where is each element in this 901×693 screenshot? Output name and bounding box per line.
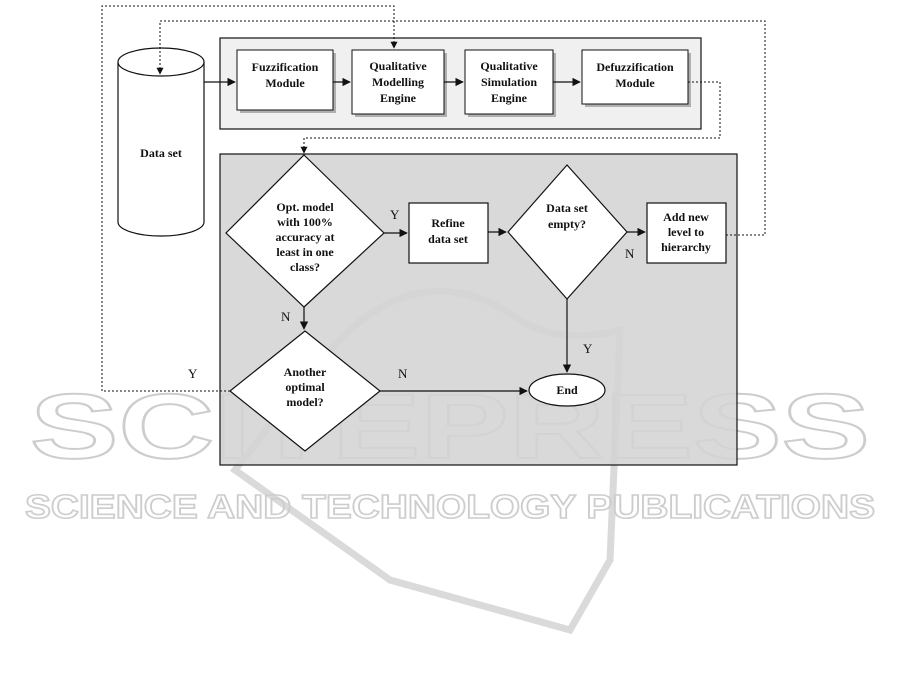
add-level-line-3: hierarchy bbox=[661, 240, 711, 254]
modelling-line-2: Modelling bbox=[372, 75, 424, 89]
dotted-another-to-modelling bbox=[101, 5, 398, 392]
refine-line-2: data set bbox=[428, 232, 468, 246]
end-terminal: End bbox=[528, 373, 606, 407]
add-level-line-2: level to bbox=[668, 225, 704, 239]
label-empty-no: N bbox=[625, 246, 635, 261]
decision-another-model: Another optimal model? bbox=[229, 330, 381, 452]
opt-model-line-1: Opt. model bbox=[276, 200, 334, 214]
opt-model-line-5: class? bbox=[290, 260, 320, 274]
data-set-label: Data set bbox=[140, 146, 182, 160]
another-line-1: Another bbox=[284, 365, 327, 379]
label-opt-no: N bbox=[281, 309, 291, 324]
refine-line-1: Refine bbox=[431, 216, 465, 230]
data-empty-line-2: empty? bbox=[548, 217, 586, 231]
end-label: End bbox=[556, 383, 578, 397]
another-line-2: optimal bbox=[285, 380, 325, 394]
dotted-add-level-to-dataset bbox=[156, 20, 766, 236]
modelling-line-3: Engine bbox=[380, 91, 417, 105]
opt-model-line-3: accuracy at bbox=[276, 230, 335, 244]
label-another-no: N bbox=[398, 366, 408, 381]
decision-data-set-empty: Data set empty? bbox=[507, 164, 628, 300]
label-opt-yes: Y bbox=[390, 207, 400, 222]
data-empty-line-1: Data set bbox=[546, 201, 588, 215]
data-set-cylinder: Data set bbox=[117, 47, 205, 237]
refine-data-set: Refine data set bbox=[408, 202, 489, 264]
another-line-3: model? bbox=[286, 395, 323, 409]
watermark-sub: SCIENCE AND TECHNOLOGY PUBLICATIONS bbox=[25, 488, 875, 525]
qualitative-simulation-engine: Qualitative Simulation Engine bbox=[464, 49, 556, 117]
label-another-yes: Y bbox=[188, 366, 198, 381]
opt-model-line-4: least in one bbox=[276, 245, 334, 259]
fuzzification-module: Fuzzification Module bbox=[236, 49, 336, 113]
label-empty-yes: Y bbox=[583, 341, 593, 356]
defuzzification-line-1: Defuzzification bbox=[596, 60, 674, 74]
opt-model-line-2: with 100% bbox=[277, 215, 333, 229]
defuzzification-module: Defuzzification Module bbox=[581, 49, 691, 107]
fuzzification-line-1: Fuzzification bbox=[252, 60, 319, 74]
fuzzification-line-2: Module bbox=[265, 76, 305, 90]
simulation-line-2: Simulation bbox=[481, 75, 537, 89]
simulation-line-3: Engine bbox=[491, 91, 528, 105]
add-new-level: Add new level to hierarchy bbox=[646, 202, 727, 264]
defuzzification-line-2: Module bbox=[615, 76, 655, 90]
qualitative-modelling-engine: Qualitative Modelling Engine bbox=[351, 49, 447, 117]
add-level-line-1: Add new bbox=[663, 210, 709, 224]
dotted-defuzz-to-opt-model bbox=[300, 81, 721, 154]
modelling-line-1: Qualitative bbox=[369, 59, 427, 73]
simulation-line-1: Qualitative bbox=[480, 59, 538, 73]
